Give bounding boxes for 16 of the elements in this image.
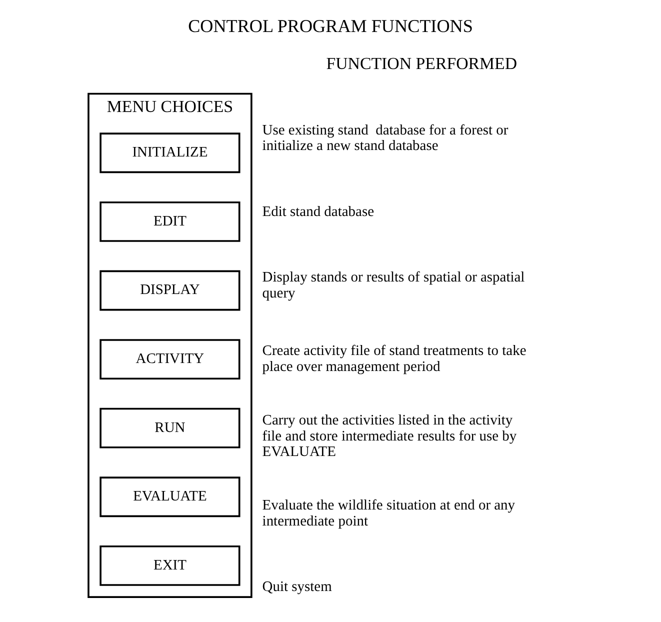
node-label: Display stands or results of spatial or aspatial query — [262, 270, 525, 302]
node-label: Use existing stand database for a forest or initialize a new stand database — [262, 122, 508, 154]
node-box: EDIT — [100, 201, 240, 242]
node-box: DISPLAY — [100, 270, 240, 311]
node-box: EXIT — [100, 545, 240, 586]
node-label: Edit stand database — [262, 204, 374, 220]
node-label: Quit system — [262, 579, 332, 596]
label: FUNCTION PERFORMED — [326, 54, 518, 74]
node-label: Create activity file of stand treatments to take place over management period — [262, 343, 526, 375]
node-box: ACTIVITY — [100, 339, 240, 380]
node-box: EVALUATE — [100, 476, 240, 518]
diagram-title: CONTROL PROGRAM FUNCTIONS — [188, 16, 473, 36]
node-label: Carry out the activities listed in the activity file and store intermediate results for use by EVALUATE — [262, 412, 517, 460]
node-box: RUN — [100, 408, 240, 448]
node-label: Evaluate the wildlife situation at end or any intermediate point — [262, 498, 516, 530]
node-box: INITIALIZE — [100, 132, 240, 174]
